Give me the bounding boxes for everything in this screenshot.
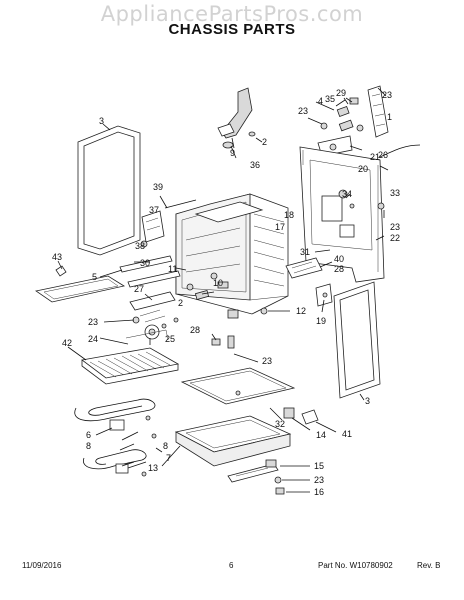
- callout-1: 1: [387, 112, 392, 122]
- callout-labels: 3 9 2 36 29 23 4 35 23 1 21 26 20 33 34 …: [52, 88, 400, 497]
- broil-element-part-7: [83, 449, 147, 477]
- callout-15: 15: [314, 461, 324, 471]
- bracket-part-9: [217, 87, 256, 159]
- oven-rack-part-42: [67, 337, 180, 385]
- small-parts-upper-right: [317, 97, 421, 158]
- footer-page-number: 6: [229, 561, 234, 570]
- callout-33: 33: [390, 188, 400, 198]
- callout-28: 28: [190, 325, 200, 335]
- back-panel: [299, 146, 385, 283]
- callout-25: 25: [165, 334, 175, 344]
- callout-31: 31: [300, 247, 310, 257]
- leader-lines: [119, 97, 389, 467]
- callout-26: 26: [378, 150, 388, 160]
- callout-32: 32: [275, 419, 285, 429]
- callout-23: 23: [298, 106, 308, 116]
- callout-14: 14: [316, 430, 326, 440]
- parts-40-28-19: [285, 257, 333, 313]
- callout-28: 28: [334, 264, 344, 274]
- tray-part-43: [35, 260, 126, 303]
- callout-24: 24: [88, 334, 98, 344]
- callout-9: 9: [230, 148, 235, 158]
- oven-cavity: [175, 193, 289, 315]
- callout-41: 41: [342, 429, 352, 439]
- callout-6: 6: [86, 430, 91, 440]
- callout-2: 2: [262, 137, 267, 147]
- part-25: [144, 317, 179, 340]
- watermark: AppliancePartsPros.com: [100, 2, 364, 26]
- callout-18: 18: [284, 210, 294, 220]
- callout-3: 3: [365, 396, 370, 406]
- callout-40: 40: [334, 254, 344, 264]
- callout-38: 38: [135, 241, 145, 251]
- callout-34: 34: [342, 189, 352, 199]
- parts-37-38-39: [140, 195, 197, 248]
- callout-39: 39: [153, 182, 163, 192]
- bake-element-part-6: [74, 398, 157, 439]
- callout-8: 8: [163, 441, 168, 451]
- callout-4: 4: [318, 96, 323, 106]
- callout-11: 11: [168, 264, 177, 274]
- callout-37: 37: [149, 205, 159, 215]
- callout-29: 29: [336, 88, 346, 98]
- callout-30: 30: [140, 258, 150, 268]
- footer-date: 11/09/2016: [22, 561, 62, 570]
- bottom-panel-part-32: [180, 367, 296, 421]
- callout-42: 42: [62, 338, 72, 348]
- drawer-pan-part-13: [161, 415, 292, 467]
- parts-27-23: [103, 291, 176, 324]
- callout-8: 8: [86, 441, 91, 451]
- callout-36: 36: [250, 160, 260, 170]
- callout-27: 27: [134, 284, 144, 294]
- footer-part-number: Part No. W10780902: [318, 561, 393, 570]
- page-title: CHASSIS PARTS: [168, 21, 296, 38]
- callout-23: 23: [314, 475, 324, 485]
- callout-17: 17: [275, 222, 285, 232]
- callout-22: 22: [390, 233, 400, 243]
- drawer-slide-parts-15-16: [227, 459, 310, 495]
- parts-28-23-lower: [211, 335, 259, 363]
- part-24: [125, 329, 169, 341]
- callout-10: 10: [213, 278, 223, 288]
- callout-43: 43: [52, 252, 62, 262]
- parts-14-41: [283, 407, 337, 433]
- callout-16: 16: [314, 487, 324, 497]
- callout-23: 23: [88, 317, 98, 327]
- callout-35: 35: [325, 94, 335, 104]
- footer-revision: Rev. B: [417, 561, 441, 570]
- callout-7: 7: [166, 453, 171, 463]
- callout-19: 19: [316, 316, 326, 326]
- callout-12: 12: [296, 306, 306, 316]
- rail-part-5: [99, 255, 181, 288]
- callout-3: 3: [99, 116, 104, 126]
- callout-23: 23: [262, 356, 272, 366]
- callout-20: 20: [358, 164, 368, 174]
- door-gasket-right: [333, 281, 381, 401]
- rail-part-1: [367, 85, 389, 138]
- callout-23: 23: [382, 90, 392, 100]
- callout-21: 21: [370, 152, 380, 162]
- parts-10-11-12: [194, 281, 290, 319]
- callout-13: 13: [148, 463, 158, 473]
- callout-5: 5: [92, 272, 97, 282]
- door-gasket-left: [77, 123, 141, 256]
- callout-23: 23: [390, 222, 400, 232]
- callout-2: 2: [178, 298, 183, 308]
